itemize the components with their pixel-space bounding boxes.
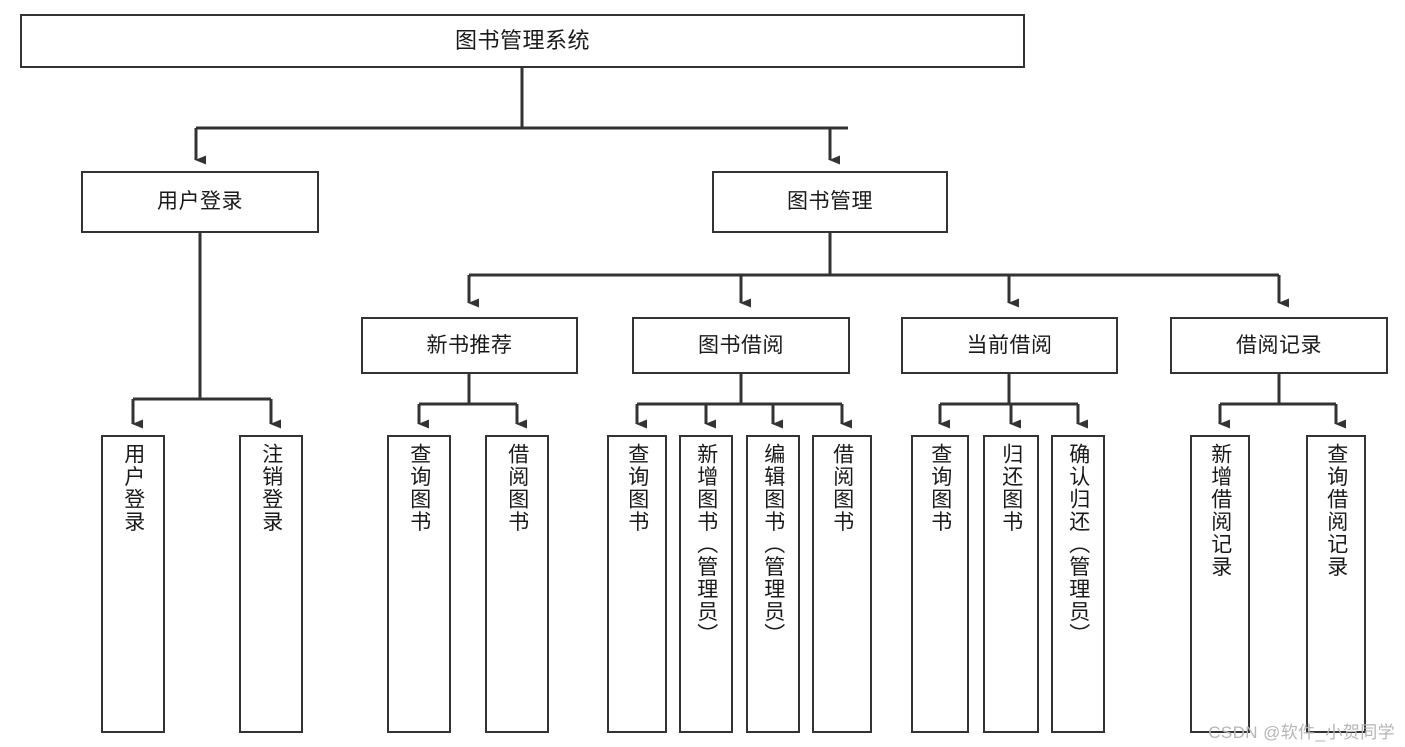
node-root-system[interactable]: 图书管理系统 xyxy=(20,14,1025,68)
node-label: 图书管理 xyxy=(787,190,873,214)
node-leaf-edit-book-admin[interactable]: 编辑图书（管理员） xyxy=(746,435,800,733)
node-label: 查询图书 xyxy=(625,443,649,533)
node-leaf-logout[interactable]: 注销登录 xyxy=(239,435,303,733)
node-label: 借阅图书 xyxy=(830,443,854,533)
edge-group-book-borrow xyxy=(635,374,852,429)
node-label: 借阅记录 xyxy=(1236,333,1322,357)
node-leaf-query-borrow-record[interactable]: 查询借阅记录 xyxy=(1306,435,1366,733)
node-leaf-query-book-current[interactable]: 查询图书 xyxy=(911,435,969,733)
node-leaf-query-book-recommend[interactable]: 查询图书 xyxy=(387,435,451,733)
node-leaf-return-book[interactable]: 归还图书 xyxy=(983,435,1039,733)
node-leaf-query-book-borrow[interactable]: 查询图书 xyxy=(607,435,667,733)
node-label: 确认归还（管理员） xyxy=(1066,443,1090,646)
edge-group-new-book-rec xyxy=(417,374,527,429)
node-label: 注销登录 xyxy=(259,443,283,533)
node-leaf-user-login[interactable]: 用户登录 xyxy=(101,435,165,733)
node-label: 图书管理系统 xyxy=(454,27,590,53)
node-label: 借阅图书 xyxy=(505,443,529,533)
node-label: 用户登录 xyxy=(121,443,145,533)
node-label: 查询图书 xyxy=(407,443,431,533)
node-leaf-add-borrow-record[interactable]: 新增借阅记录 xyxy=(1190,435,1250,733)
node-label: 查询借阅记录 xyxy=(1324,443,1348,578)
node-label: 用户登录 xyxy=(157,190,243,214)
node-leaf-borrow-book-recommend[interactable]: 借阅图书 xyxy=(485,435,549,733)
node-label: 新增图书（管理员） xyxy=(694,443,718,646)
node-book-manage[interactable]: 图书管理 xyxy=(712,171,948,233)
node-leaf-borrow-book[interactable]: 借阅图书 xyxy=(812,435,872,733)
node-label: 编辑图书（管理员） xyxy=(761,443,785,646)
node-leaf-add-book-admin[interactable]: 新增图书（管理员） xyxy=(679,435,733,733)
node-user-login[interactable]: 用户登录 xyxy=(81,171,319,233)
node-label: 新书推荐 xyxy=(426,333,513,357)
node-borrow-record[interactable]: 借阅记录 xyxy=(1170,317,1388,374)
node-label: 归还图书 xyxy=(999,443,1023,533)
edge-group-borrow-record xyxy=(1218,374,1346,429)
node-label: 当前借阅 xyxy=(966,333,1053,357)
edge-group-current-borrow xyxy=(938,374,1088,429)
node-book-borrow[interactable]: 图书借阅 xyxy=(632,317,850,374)
node-new-book-recommend[interactable]: 新书推荐 xyxy=(361,317,578,374)
edge-group-user-login xyxy=(131,233,281,429)
node-label: 图书借阅 xyxy=(698,333,784,357)
edge-group-book-manage xyxy=(467,233,1289,308)
node-current-borrow[interactable]: 当前借阅 xyxy=(901,317,1118,374)
node-label: 新增借阅记录 xyxy=(1208,443,1232,578)
edge-group-root xyxy=(194,68,848,165)
node-label: 查询图书 xyxy=(928,443,952,533)
node-leaf-confirm-return-admin[interactable]: 确认归还（管理员） xyxy=(1051,435,1105,733)
watermark-text: CSDN @软件_小贺同学 xyxy=(1208,723,1395,742)
